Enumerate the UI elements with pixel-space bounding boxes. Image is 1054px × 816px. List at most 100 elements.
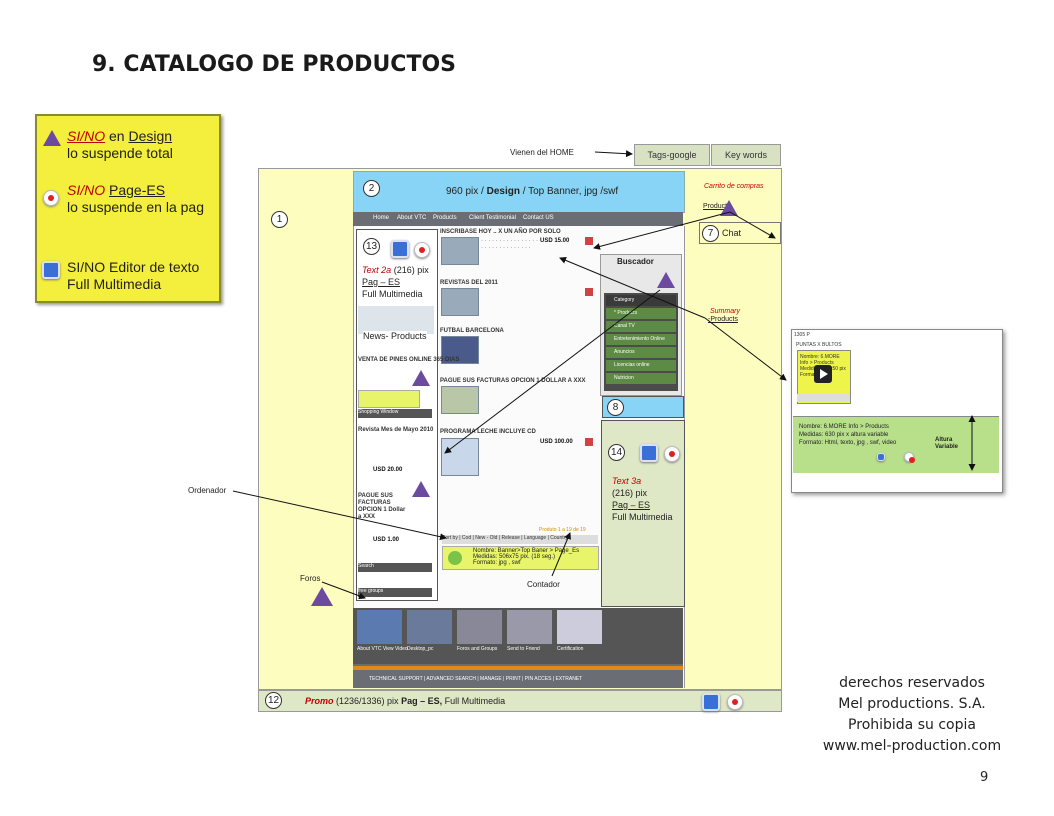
region-number-13: 13 (363, 238, 380, 255)
legend-row-page: SI/NO Page-ES lo suspende en la pag (67, 182, 204, 215)
play-icon (448, 551, 462, 565)
editor-icon (640, 444, 658, 462)
category-item[interactable]: * Products (606, 308, 676, 319)
play-icon[interactable] (814, 365, 832, 383)
page-number: 9 (980, 770, 989, 785)
banner-caption: 960 pix / Design / Top Banner, jpg /swf (446, 186, 619, 197)
buy-button[interactable] (585, 438, 593, 446)
sort-bar[interactable]: Sort by | Cod | New - Old | Release | La… (442, 535, 598, 544)
copyright-line: derechos reservados (839, 675, 985, 691)
category-item[interactable]: Canal TV (606, 321, 676, 332)
category-menu: Category * Products Canal TV Entretenimi… (604, 293, 678, 391)
left-price: USD 20.00 (373, 467, 403, 473)
triangle-icon (720, 200, 738, 216)
arrow-summary-inset (704, 317, 787, 381)
left-free-groups[interactable]: free groups (358, 588, 432, 597)
chat-box[interactable]: 7 Chat (699, 222, 781, 244)
radio-icon (414, 242, 430, 258)
article-thumb (441, 386, 479, 414)
region-number-12: 12 (265, 692, 282, 709)
editor-icon (877, 453, 885, 461)
carrito-label: Carrito de compras (704, 183, 764, 190)
triangle-icon (657, 272, 675, 288)
left-item: PAGUE SUS FACTURAS OPCION 1 Dollar a XXX (358, 493, 406, 520)
triangle-icon (412, 481, 430, 497)
article-thumb (441, 438, 479, 476)
thumbnail[interactable] (357, 610, 402, 644)
thumbnail-strip: About VTC View Video Desktop_pc Foros an… (353, 608, 683, 664)
thumbnail-caption: Foros and Groups (457, 646, 498, 652)
site-footer-bar: TECHNICAL SUPPORT | ADVANCED SEARCH | MA… (353, 664, 683, 688)
article-title: INSCRIBASE HOY .. X UN AÑO POR SOLO (440, 229, 561, 235)
inset-subheader: PUNTAS X BULTOS (796, 342, 842, 348)
radio-icon (664, 446, 680, 462)
category-item[interactable]: Anuncios (606, 347, 676, 358)
category-item[interactable]: Nutricion (606, 373, 676, 384)
triangle-icon (412, 370, 430, 386)
left-item: Revista Mes de Mayo 2010 (358, 427, 434, 433)
article-thumb (441, 288, 479, 316)
site-nav: Home About VTC Products Client Testimoni… (353, 212, 683, 226)
region-number-14: 14 (608, 444, 625, 461)
article-title: PROGRAMA LECHE INCLUYE CD (440, 429, 536, 435)
inset-name: Nombre: 6.MORE Info > Products (799, 424, 889, 430)
tags-google-box: Tags-google (634, 144, 710, 166)
nav-testimonial[interactable]: Client Testimonial (469, 215, 516, 221)
thumbnail[interactable] (457, 610, 502, 644)
thumbnail[interactable] (407, 610, 452, 644)
arrow-chat (729, 211, 776, 239)
radio-icon (904, 452, 915, 463)
nav-contact[interactable]: Contact US (523, 215, 554, 221)
category-item[interactable]: Licencias online (606, 360, 676, 371)
nav-home[interactable]: Home (373, 215, 390, 221)
inset-format: Formato: Html, texto, jpg , swf, video (799, 440, 897, 446)
footer-links[interactable]: TECHNICAL SUPPORT | ADVANCED SEARCH | MA… (369, 676, 583, 682)
thumbnail[interactable] (507, 610, 552, 644)
vienen-label: Vienen del HOME (510, 148, 574, 157)
thumbnail[interactable] (557, 610, 602, 644)
article-title: PAGUE SUS FACTURAS OPCION 1 DOLLAR A XXX (440, 378, 586, 384)
news-products-label: News- Products (363, 331, 427, 341)
promo-caption: Promo (1236/1336) pix Pag – ES, Full Mul… (305, 696, 506, 706)
thumbnail-caption: Certification (557, 646, 584, 652)
triangle-icon (43, 130, 61, 146)
inset-info-box: Nombre: 6.MORE Info > Products Medidas: … (793, 416, 999, 473)
online-card-image (358, 306, 434, 334)
article-thumb (441, 237, 479, 265)
arrow-contador (551, 532, 571, 577)
region-number-7: 7 (702, 225, 719, 242)
page-title: 9. CATALOGO DE PRODUCTOS (92, 52, 457, 77)
category-item[interactable]: Entretenimiento Online (606, 334, 676, 345)
region-number-1: 1 (271, 211, 288, 228)
editor-icon (391, 240, 409, 258)
thumbnail-caption: About VTC View Video (357, 646, 408, 652)
article-title: REVISTAS DEL 2011 (440, 280, 498, 286)
summary-label: Summary (710, 308, 740, 315)
arrow-carrito (593, 211, 731, 250)
arrow-foros (321, 581, 366, 600)
copyright-line: Prohibida su copia (848, 717, 976, 733)
carrito-products-link[interactable]: Products (703, 203, 731, 210)
nav-products[interactable]: Products (433, 215, 457, 221)
video-controls[interactable] (797, 394, 849, 402)
foros-label: Foros (300, 574, 321, 583)
summary-products-link[interactable]: -Products (708, 316, 738, 323)
left-price: USD 1.00 (373, 537, 400, 543)
category-item[interactable]: Category (606, 295, 676, 306)
paging: Produto 1 a 19 de 19 (539, 527, 586, 533)
left-item[interactable]: Shopping Window (358, 409, 432, 418)
buy-button[interactable] (585, 237, 593, 245)
nav-about[interactable]: About VTC (397, 215, 427, 221)
legend-box: SI/NO en Design lo suspende total SI/NO … (35, 114, 221, 303)
triangle-icon (311, 587, 333, 606)
inset-header: 1305 P (794, 332, 810, 338)
arrow-vienen (594, 150, 633, 158)
buy-button[interactable] (585, 288, 593, 296)
left-search[interactable]: Search (358, 563, 432, 572)
radio-icon (43, 190, 59, 206)
text-2a-label: Text 2a (216) pix Pag – ES Full Multimed… (362, 265, 429, 299)
region-number-2: 2 (363, 180, 380, 197)
copyright-line: Mel productions. S.A. (838, 696, 986, 712)
